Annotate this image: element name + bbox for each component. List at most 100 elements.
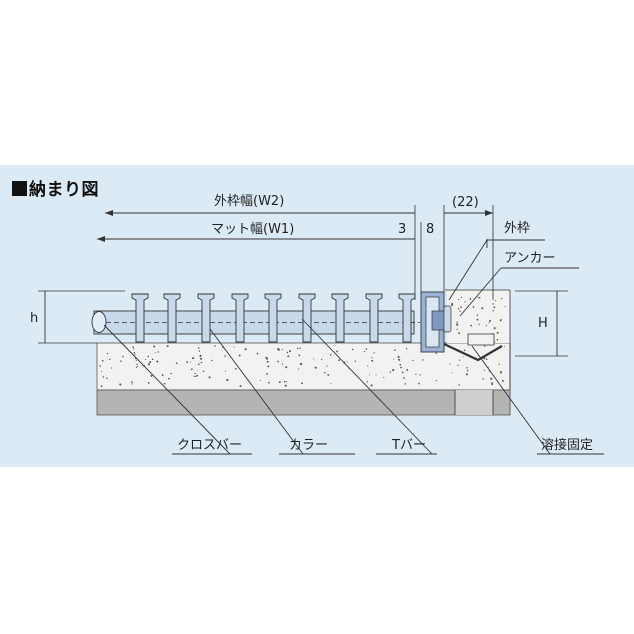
speckle bbox=[504, 306, 506, 308]
speckle bbox=[476, 314, 479, 316]
speckle bbox=[233, 346, 235, 348]
speckle bbox=[435, 380, 437, 382]
speckle bbox=[102, 376, 105, 378]
speckle bbox=[456, 321, 458, 323]
speckle bbox=[285, 380, 288, 383]
speckle bbox=[404, 383, 407, 385]
speckle bbox=[459, 359, 461, 361]
speckle bbox=[135, 366, 138, 368]
cross-bar-label: クロスバー bbox=[177, 438, 242, 453]
speckle bbox=[394, 349, 396, 351]
speckle bbox=[375, 374, 377, 376]
speckle bbox=[481, 307, 484, 310]
speckle bbox=[122, 355, 124, 358]
speckle bbox=[286, 351, 289, 354]
speckle bbox=[330, 382, 332, 385]
speckle bbox=[259, 379, 262, 382]
speckle bbox=[489, 319, 491, 322]
speckle bbox=[412, 359, 414, 362]
speckle bbox=[466, 366, 468, 369]
speckle bbox=[133, 351, 136, 354]
speckle bbox=[478, 323, 480, 325]
speckle bbox=[389, 371, 392, 373]
speckle bbox=[370, 384, 373, 387]
speckle bbox=[300, 363, 303, 366]
speckle bbox=[488, 366, 490, 368]
slab-base bbox=[96, 389, 511, 416]
outer-frame-label: 外枠 bbox=[504, 221, 530, 236]
speckle bbox=[500, 372, 502, 374]
concrete-speckles bbox=[99, 296, 506, 388]
t-bar bbox=[365, 293, 383, 343]
speckle bbox=[366, 381, 369, 383]
t-bar bbox=[163, 293, 181, 343]
speckle bbox=[496, 331, 499, 334]
speckle bbox=[147, 382, 150, 384]
speckle bbox=[478, 296, 481, 299]
speckle bbox=[287, 355, 290, 358]
speckle bbox=[166, 345, 169, 348]
speckle bbox=[157, 351, 159, 353]
speckle bbox=[226, 378, 229, 382]
speckle bbox=[493, 327, 496, 330]
speckle bbox=[100, 370, 103, 372]
speckle bbox=[268, 381, 270, 384]
leader-lines bbox=[103, 238, 604, 455]
speckle bbox=[399, 363, 402, 366]
speckle bbox=[132, 346, 134, 348]
speckle bbox=[500, 297, 503, 300]
speckle bbox=[503, 346, 505, 348]
speckle bbox=[161, 374, 164, 376]
speckle bbox=[329, 353, 332, 356]
speckle bbox=[476, 318, 479, 321]
speckle bbox=[383, 376, 385, 378]
t-bar bbox=[298, 293, 316, 343]
speckle bbox=[135, 359, 137, 362]
speckle bbox=[392, 369, 395, 372]
speckle bbox=[321, 358, 323, 361]
speckle bbox=[493, 306, 496, 309]
speckle bbox=[106, 377, 108, 379]
speckle bbox=[470, 324, 473, 327]
t-bar-label: Tバー bbox=[391, 438, 426, 453]
speckle bbox=[464, 301, 466, 303]
anchor bbox=[443, 343, 503, 362]
speckle bbox=[435, 352, 437, 355]
speckle bbox=[131, 383, 133, 385]
speckle bbox=[490, 377, 493, 380]
speckle bbox=[189, 361, 191, 363]
speckle bbox=[136, 363, 138, 366]
speckle bbox=[109, 358, 111, 361]
speckle bbox=[346, 361, 348, 363]
speckle bbox=[150, 374, 153, 377]
speckle bbox=[200, 357, 203, 360]
speckle bbox=[401, 371, 404, 374]
speckle bbox=[458, 384, 460, 386]
speckle bbox=[393, 358, 395, 360]
speckle bbox=[488, 322, 490, 324]
speckle bbox=[120, 360, 122, 362]
t-bar bbox=[264, 293, 282, 343]
speckle bbox=[363, 350, 366, 353]
speckle bbox=[134, 354, 136, 356]
speckle bbox=[130, 381, 133, 383]
speckle bbox=[469, 298, 472, 300]
speckle bbox=[456, 328, 458, 330]
speckle bbox=[458, 332, 461, 335]
speckle bbox=[405, 347, 408, 350]
speckle bbox=[281, 363, 284, 365]
square-bullet-icon bbox=[12, 181, 27, 196]
speckle bbox=[266, 373, 268, 375]
speckle bbox=[373, 352, 375, 354]
speckle bbox=[501, 379, 504, 382]
speckle bbox=[398, 358, 401, 361]
speckle bbox=[298, 354, 301, 357]
speckle bbox=[136, 365, 139, 367]
speckle bbox=[492, 303, 494, 305]
speckle bbox=[211, 359, 213, 362]
speckle bbox=[278, 381, 281, 384]
speckle bbox=[472, 306, 475, 308]
speckle bbox=[197, 347, 200, 349]
speckle bbox=[483, 357, 486, 360]
slab-joint bbox=[455, 390, 493, 415]
